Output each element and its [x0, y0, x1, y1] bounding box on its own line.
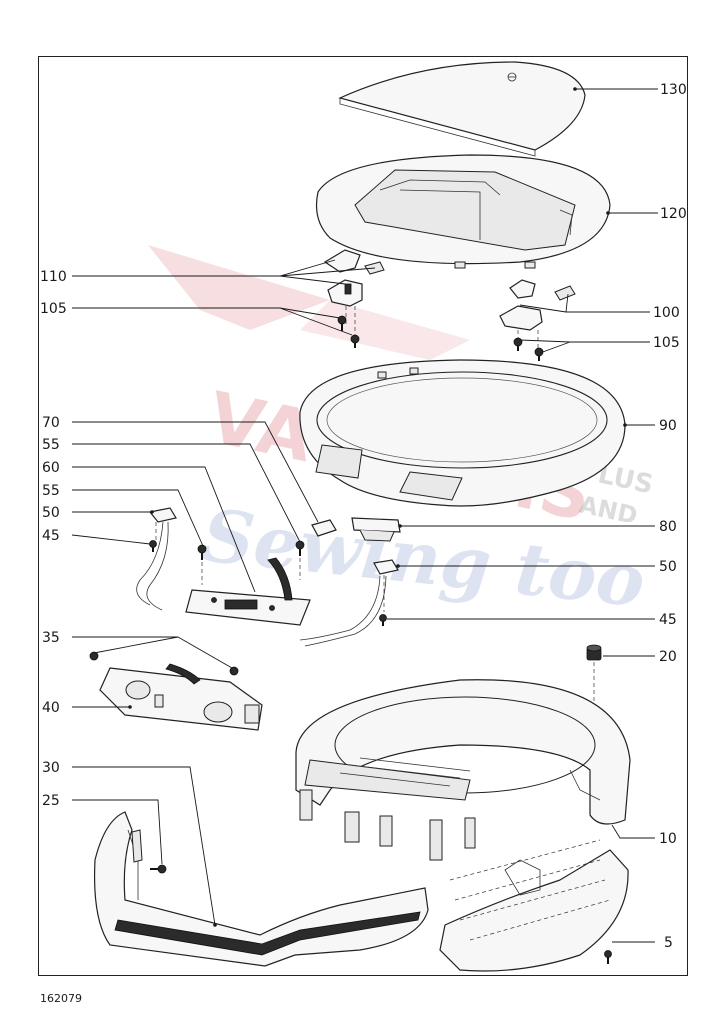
part-100-right-hinge — [499, 279, 576, 350]
part-130-top-lid — [338, 61, 586, 157]
part-105-left-screws — [337, 315, 360, 348]
part-70-small-block — [311, 519, 337, 537]
part-45-left-screw — [149, 540, 157, 552]
callout-105-right: 105 — [653, 335, 680, 351]
part-60-display-board — [185, 557, 311, 626]
callout-110: 110 — [40, 269, 67, 285]
callout-100: 100 — [653, 305, 680, 321]
part-55-upper-screw — [295, 540, 305, 580]
callout-20: 20 — [659, 649, 677, 665]
part-10-chassis — [295, 679, 631, 861]
callout-80: 80 — [659, 519, 677, 535]
part-20-cap — [586, 644, 602, 720]
part-80-connector-bracket — [351, 517, 401, 542]
part-25-screw — [131, 829, 167, 874]
callout-45-left: 45 — [42, 528, 60, 544]
callout-50-left: 50 — [42, 505, 60, 521]
callout-70: 70 — [42, 415, 60, 431]
callout-45-right: 45 — [659, 612, 677, 628]
part-50-right-sensor — [299, 559, 399, 647]
callout-90: 90 — [659, 418, 677, 434]
callout-130: 130 — [660, 82, 687, 98]
callout-60: 60 — [42, 460, 60, 476]
part-45-right-screw — [379, 614, 387, 626]
part-55-lower-screw — [197, 544, 207, 585]
callout-5: 5 — [664, 935, 673, 951]
leader-lines — [71, 87, 658, 943]
callout-50-right: 50 — [659, 559, 677, 575]
watermark-and: AND — [577, 490, 640, 530]
part-50-left-sensor — [136, 507, 177, 611]
callout-10: 10 — [659, 831, 677, 847]
reference-number: 162079 — [40, 992, 82, 1005]
part-35-screws — [89, 651, 239, 676]
callout-40: 40 — [42, 700, 60, 716]
callout-25: 25 — [42, 793, 60, 809]
callout-120: 120 — [660, 206, 687, 222]
part-5-bottom-module — [439, 839, 629, 972]
part-120-top-cover — [315, 154, 611, 269]
callout-55-upper: 55 — [42, 437, 60, 453]
part-40-bumper-bracket — [99, 663, 263, 731]
callout-labels: 130 120 110 105 100 105 90 70 55 60 55 8… — [40, 82, 687, 951]
part-105-right-screws — [513, 337, 544, 361]
diagram-frame — [38, 56, 688, 976]
part-90-main-cover — [299, 359, 626, 507]
callout-55-lower: 55 — [42, 483, 60, 499]
callout-35: 35 — [42, 630, 60, 646]
callout-30: 30 — [42, 760, 60, 776]
part-30-front-bumper — [94, 811, 429, 967]
callout-105-left: 105 — [40, 301, 67, 317]
